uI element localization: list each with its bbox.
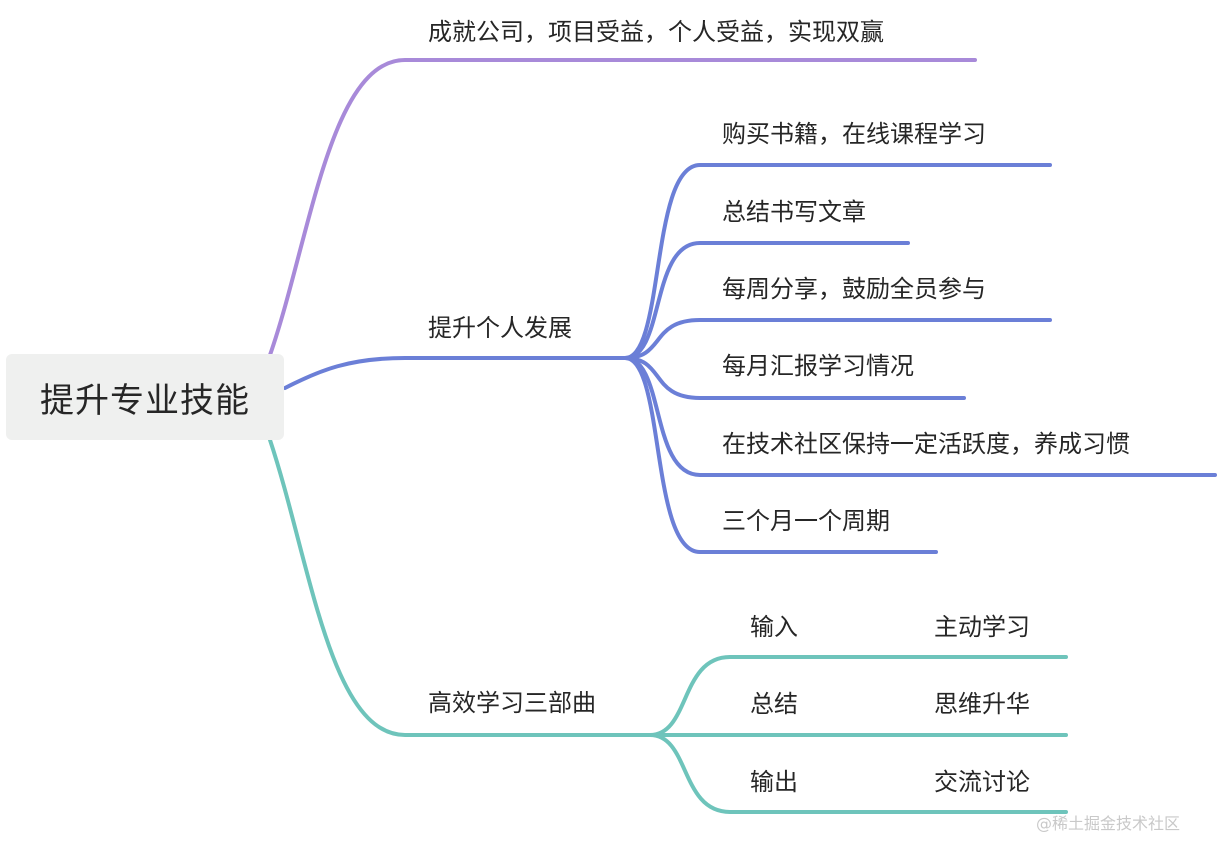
child-buy-books-label[interactable]: 购买书籍，在线课程学习 bbox=[722, 120, 986, 148]
connector-personal-development-child-5 bbox=[623, 356, 1217, 477]
child-summary-label[interactable]: 总结 bbox=[750, 690, 798, 718]
branch-goal-label[interactable]: 成就公司，项目受益，个人受益，实现双赢 bbox=[428, 18, 884, 46]
connector-root-learning-trilogy bbox=[268, 438, 652, 737]
connector-root-personal-development bbox=[283, 356, 627, 390]
connector-personal-development-child-1 bbox=[623, 163, 1052, 360]
detail-active-learning-label[interactable]: 主动学习 bbox=[934, 613, 1030, 641]
detail-exchange-discussion-label[interactable]: 交流讨论 bbox=[934, 768, 1030, 796]
detail-thinking-sublimation-label[interactable]: 思维升华 bbox=[934, 690, 1030, 718]
child-input-label[interactable]: 输入 bbox=[750, 613, 798, 641]
child-monthly-report-label[interactable]: 每月汇报学习情况 bbox=[722, 352, 914, 380]
watermark: @稀土掘金技术社区 bbox=[1036, 814, 1181, 833]
root-node[interactable]: 提升专业技能 bbox=[6, 354, 284, 440]
connector-personal-development-child-2 bbox=[623, 241, 910, 360]
connector-learning-trilogy-child-3 bbox=[648, 733, 1068, 814]
connector-personal-development-child-6 bbox=[623, 356, 938, 554]
child-write-articles-label[interactable]: 总结书写文章 bbox=[722, 198, 866, 226]
connector-personal-development-child-4 bbox=[623, 356, 966, 400]
connector-learning-trilogy-child-1 bbox=[648, 655, 1068, 737]
child-weekly-sharing-label[interactable]: 每周分享，鼓励全员参与 bbox=[722, 275, 986, 303]
root-label: 提升专业技能 bbox=[40, 380, 250, 421]
branch-learning-trilogy-label[interactable]: 高效学习三部曲 bbox=[428, 689, 596, 717]
child-three-month-cycle-label[interactable]: 三个月一个周期 bbox=[722, 507, 890, 535]
connector-personal-development-child-3 bbox=[623, 318, 1052, 360]
connector-root-goal bbox=[268, 58, 977, 357]
child-community-activity-label[interactable]: 在技术社区保持一定活跃度，养成习惯 bbox=[722, 430, 1130, 458]
branch-personal-development-label[interactable]: 提升个人发展 bbox=[428, 314, 572, 342]
child-output-label[interactable]: 输出 bbox=[750, 768, 798, 796]
